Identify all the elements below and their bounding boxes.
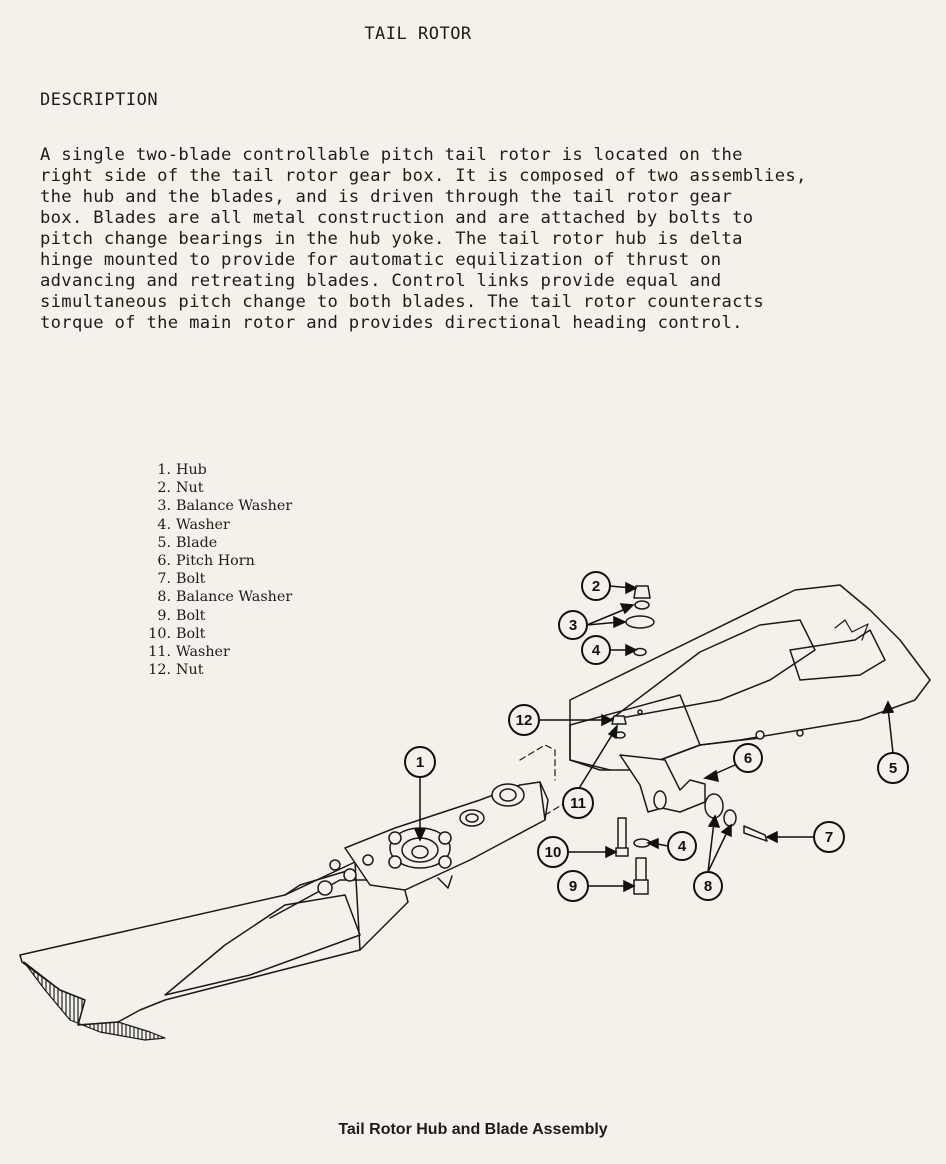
page-title: TAIL ROTOR	[364, 24, 472, 44]
callout-1: 1	[404, 746, 436, 778]
description-line: A single two-blade controllable pitch ta…	[40, 145, 743, 165]
description-line: the hub and the blades, and is driven th…	[40, 187, 733, 207]
tail-rotor-exploded-diagram: 1 2 3 4 4 5 6 7 8 9 10 11 12	[19, 571, 931, 1041]
parts-list-item: 3.Balance Washer	[157, 498, 293, 515]
svg-text:1: 1	[416, 754, 424, 771]
svg-text:10: 10	[545, 844, 562, 861]
description-line: box. Blades are all metal construction a…	[40, 208, 754, 228]
svg-text:7: 7	[825, 829, 833, 846]
blade-hardware-drawing	[611, 585, 768, 895]
svg-text:3: 3	[569, 617, 577, 634]
callout-3: 3	[558, 610, 588, 640]
callout-7: 7	[813, 821, 845, 853]
callout-12: 12	[508, 704, 540, 736]
parts-list-item: 12.Nut	[148, 662, 204, 679]
leader-lines	[413, 581, 895, 893]
svg-text:4: 4	[678, 838, 687, 855]
parts-list-item: 6.Pitch Horn	[157, 553, 255, 570]
parts-list-item: 5.Blade	[157, 534, 218, 551]
description-line: right side of the tail rotor gear box. I…	[40, 166, 807, 186]
callout-5: 5	[877, 752, 909, 784]
svg-text:4: 4	[592, 642, 601, 659]
parts-list: 1.Hub 2.Nut 3.Balance Washer 4.Washer 5.…	[140, 461, 292, 679]
svg-text:9: 9	[569, 878, 577, 895]
callout-9: 9	[557, 870, 589, 902]
callout-4-upper: 4	[581, 635, 611, 665]
description-line: torque of the main rotor and provides di…	[40, 313, 743, 333]
parts-list-item: 10.Bolt	[148, 625, 206, 642]
callout-6: 6	[733, 743, 763, 773]
callout-10: 10	[537, 836, 569, 868]
callout-8: 8	[693, 871, 723, 901]
left-blade-drawing	[19, 861, 409, 1041]
svg-text:6: 6	[744, 750, 752, 767]
right-blade-drawing	[569, 584, 931, 771]
description-paragraph: A single two-blade controllable pitch ta…	[40, 145, 940, 334]
parts-list-item: 2.Nut	[157, 480, 204, 497]
description-line: simultaneous pitch change to both blades…	[40, 292, 765, 312]
parts-list-item: 1.Hub	[157, 462, 207, 478]
hub-drawing	[317, 781, 549, 896]
svg-text:2: 2	[592, 578, 600, 595]
parts-list-item: 11.Washer	[148, 644, 230, 661]
svg-text:12: 12	[516, 712, 533, 729]
figure-caption: Tail Rotor Hub and Blade Assembly	[338, 1121, 608, 1138]
svg-text:5: 5	[889, 760, 897, 777]
description-line: hinge mounted to provide for automatic e…	[40, 250, 722, 270]
svg-text:11: 11	[570, 795, 586, 812]
callout-4-lower: 4	[667, 831, 697, 861]
svg-text:8: 8	[704, 878, 712, 895]
parts-list-item: 4.Washer	[157, 516, 230, 533]
description-line: pitch change bearings in the hub yoke. T…	[40, 229, 743, 249]
callout-2: 2	[581, 571, 611, 601]
section-heading: DESCRIPTION	[40, 90, 159, 110]
description-line: advancing and retreating blades. Control…	[40, 271, 722, 291]
callout-11: 11	[562, 787, 594, 819]
parts-list-item: 7.Bolt	[157, 571, 206, 588]
parts-list-item: 9.Bolt	[157, 607, 206, 624]
parts-list-item: 8.Balance Washer	[157, 589, 293, 606]
